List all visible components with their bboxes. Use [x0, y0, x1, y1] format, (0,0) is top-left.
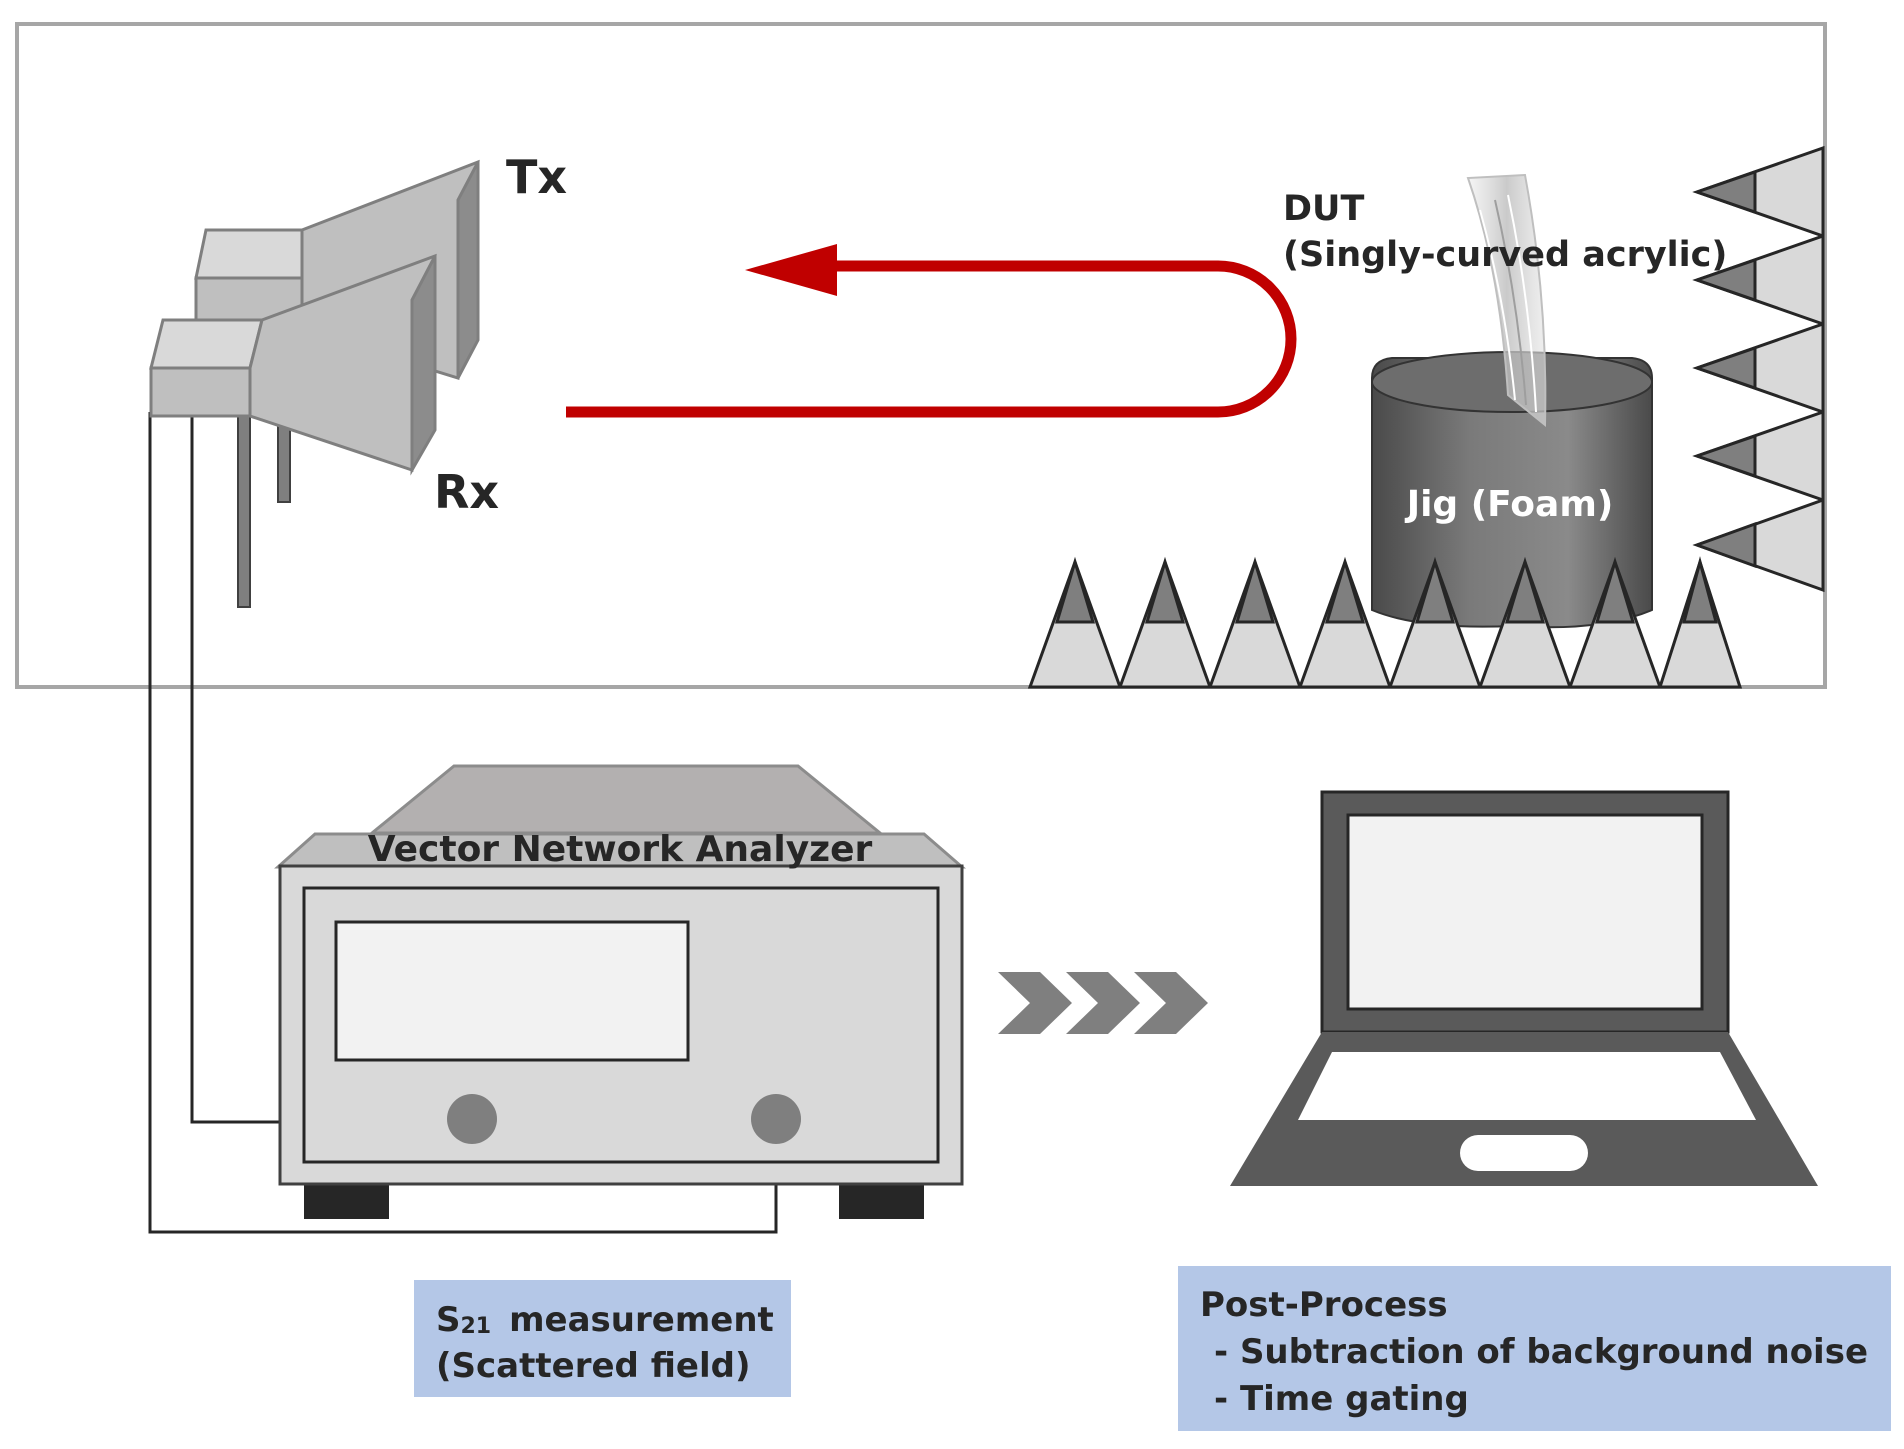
vna-label: Vector Network Analyzer [368, 829, 873, 870]
vector-network-analyzer: Vector Network Analyzer [274, 764, 967, 1219]
floor-absorber [1117, 556, 1213, 689]
side-absorber [1692, 321, 1825, 415]
s21-caption-box: S21 measurement (Scattered field) [414, 1280, 791, 1397]
floor-absorber [1297, 556, 1393, 689]
floor-absorbers [1027, 556, 1743, 689]
laptop-screen [1346, 813, 1704, 1011]
rx-label: Rx [434, 465, 499, 519]
data-transfer-chevrons [998, 972, 1208, 1034]
laptop-keyboard [1298, 1052, 1756, 1120]
dut-description: (Singly-curved acrylic) [1283, 235, 1727, 275]
vna-foot-right [839, 1183, 924, 1219]
s21-subscript: 21 [461, 1314, 492, 1339]
laptop [1230, 790, 1818, 1186]
laptop-touchpad [1460, 1135, 1588, 1171]
dut-label: DUT [1283, 189, 1364, 229]
floor-absorber [1477, 556, 1573, 689]
floor-absorber [1657, 556, 1743, 689]
dut-curved-acrylic [1466, 173, 1547, 428]
vna-display [334, 920, 690, 1062]
rx-horn-antenna [149, 253, 437, 608]
side-absorber [1692, 497, 1825, 593]
signal-path-arrow [566, 244, 1297, 418]
floor-absorber [1567, 556, 1663, 689]
side-absorber [1692, 409, 1825, 503]
post-process-title: Post-Process [1200, 1285, 1448, 1325]
s21-measurement-text: measurement [509, 1300, 774, 1340]
jig-label: Jig (Foam) [1404, 484, 1614, 525]
vna-foot-left [304, 1183, 389, 1219]
s21-symbol: S [436, 1300, 461, 1340]
side-wall-absorbers [1692, 145, 1825, 593]
side-absorber [1692, 233, 1825, 327]
post-process-item-1: - Subtraction of background noise [1214, 1332, 1868, 1372]
s21-caption-line1: S21 measurement [436, 1300, 774, 1340]
floor-absorber [1027, 556, 1123, 689]
vna-port-2 [751, 1094, 801, 1144]
tx-label: Tx [506, 150, 567, 204]
side-absorber [1692, 145, 1825, 239]
floor-absorber [1207, 556, 1303, 689]
vna-front-panel [302, 886, 940, 1164]
vna-top-panel [367, 764, 885, 835]
floor-absorber [1387, 556, 1483, 689]
vna-port-1 [447, 1094, 497, 1144]
post-process-item-2: - Time gating [1214, 1379, 1469, 1419]
post-process-caption-box: Post-Process - Subtraction of background… [1178, 1266, 1891, 1431]
s21-caption-line2: (Scattered field) [436, 1346, 750, 1386]
